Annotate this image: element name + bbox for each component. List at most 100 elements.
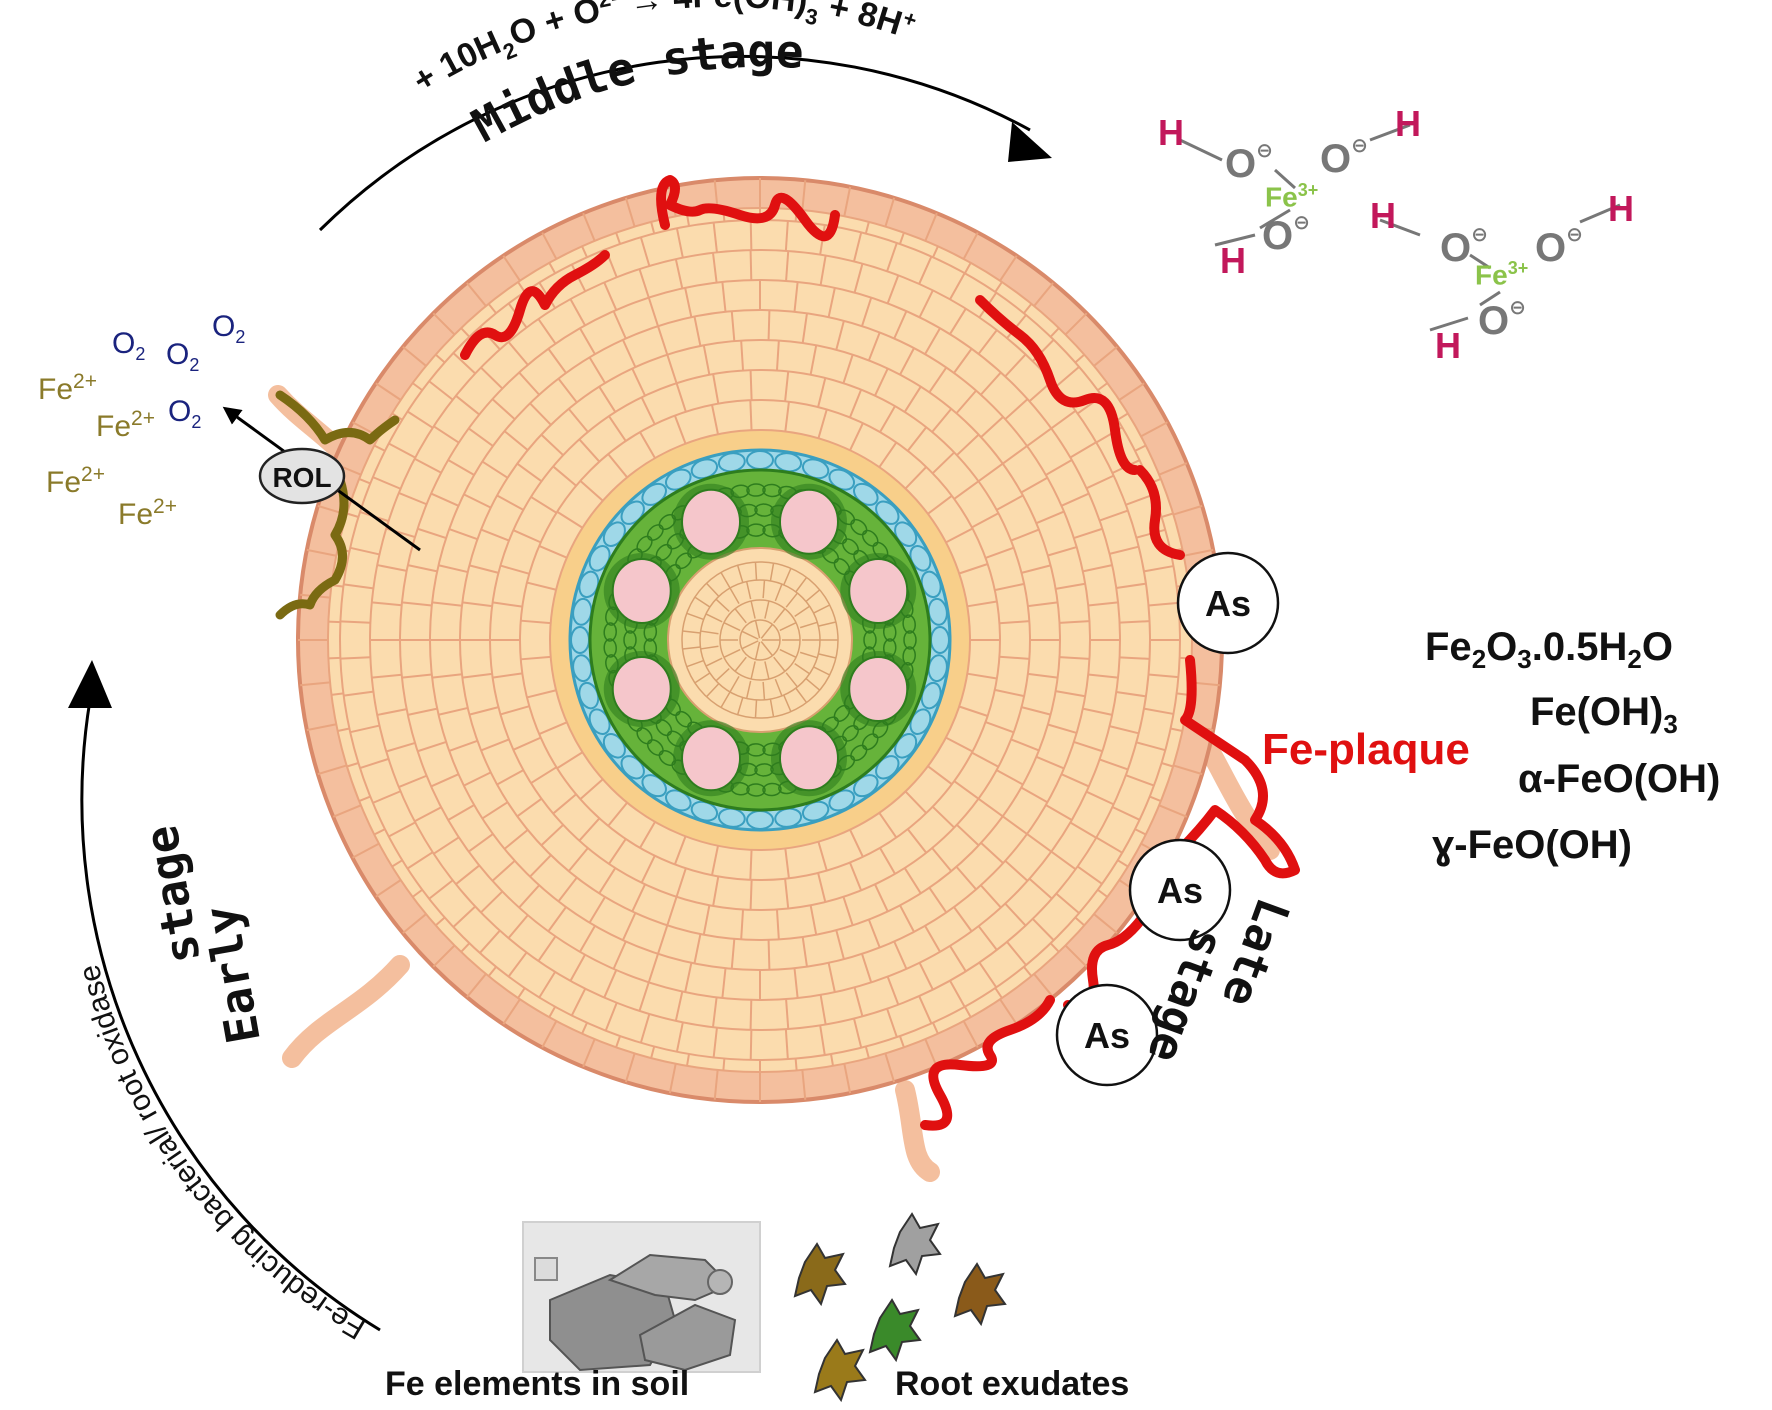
cortex-cell-wall xyxy=(407,410,434,429)
cortex-cell-wall xyxy=(817,409,828,439)
cortex-cell-wall xyxy=(842,896,854,926)
pith-cell-wall xyxy=(794,605,810,617)
cortex-cell-wall xyxy=(657,925,669,955)
cortex-cell-wall xyxy=(1125,774,1155,787)
cortex-cell-wall xyxy=(1069,821,1097,839)
cortex-cell-wall xyxy=(674,991,684,1022)
vascular-cell xyxy=(863,630,877,650)
cortex-cell-wall xyxy=(932,1022,939,1035)
cortex-cell-wall xyxy=(556,510,584,529)
cortex-cell-wall xyxy=(827,287,836,318)
cortex-cell-wall xyxy=(615,232,622,245)
vascular-cell xyxy=(646,739,664,756)
cortex-cell-wall xyxy=(540,433,564,456)
oxygen-atom: O⊖ xyxy=(1440,224,1488,270)
cortex-cell-wall xyxy=(507,951,528,978)
vascular-cell xyxy=(902,646,916,666)
reaction-part: O + O xyxy=(504,0,604,54)
pith-cell-wall xyxy=(754,699,758,718)
cortex-cell-wall xyxy=(538,545,568,559)
epidermis-cell-wall xyxy=(1158,804,1188,818)
cortex-cell-wall xyxy=(849,829,864,858)
vascular-cell xyxy=(675,710,693,728)
epidermis-cell-wall xyxy=(924,212,938,242)
cortex-cell-wall xyxy=(460,942,471,953)
fe3-ion: Fe3+ xyxy=(1265,180,1319,213)
cortex-cell-wall xyxy=(388,821,416,838)
cortex-cell-wall xyxy=(438,564,469,574)
cortex-cell-wall xyxy=(579,327,596,355)
cortex-cell-wall xyxy=(377,564,407,572)
cortex-cell-wall xyxy=(874,883,889,912)
pith-cell-wall xyxy=(769,563,775,582)
cortex-cell-wall xyxy=(955,389,977,414)
cortex-cell-wall xyxy=(1119,656,1150,660)
pith-cell-wall xyxy=(794,663,810,675)
fe2-ion-1: Fe2+ xyxy=(38,370,97,406)
cortex-cell-wall xyxy=(622,912,637,941)
cortex-cell-wall xyxy=(507,914,529,939)
cortex-cell-wall xyxy=(1117,859,1129,868)
pith-cell-wall xyxy=(813,604,831,614)
cortex-cell-wall xyxy=(1031,918,1055,941)
cortex-cell-wall xyxy=(819,1025,826,1056)
oxygen-atom: O⊖ xyxy=(1262,212,1310,258)
cortex-cell-wall xyxy=(608,415,627,442)
cortex-cell-wall xyxy=(874,368,889,397)
cortex-cell-wall xyxy=(1010,528,1040,542)
arsenic-markers xyxy=(1055,551,1280,1087)
cortex-cell-wall xyxy=(401,601,432,607)
cortex-cell-wall xyxy=(1076,865,1103,885)
cortex-cell-wall xyxy=(530,766,557,784)
cortex-cell-wall xyxy=(784,1029,789,1060)
cortex-cell-wall xyxy=(793,281,799,312)
hydrogen-atom: H xyxy=(1608,188,1634,229)
cortex-cell-wall xyxy=(817,872,827,903)
cortex-cell-wall xyxy=(809,905,818,935)
cortex-cell-wall xyxy=(430,773,459,788)
iron-pieces xyxy=(534,1253,737,1372)
cortex-cell-wall xyxy=(702,905,711,935)
pith-cell-wall xyxy=(805,589,821,603)
cortex-cell-wall xyxy=(904,466,927,490)
cortex-cell-wall xyxy=(1002,815,1028,835)
xylem-vessel xyxy=(611,655,672,722)
cortex-cell-wall xyxy=(579,480,604,502)
cortex-cell-wall xyxy=(430,492,459,507)
cortex-cell-wall xyxy=(607,802,628,827)
cortex-cell-wall xyxy=(529,854,552,878)
compound-goethite: α-FeO(OH) xyxy=(1518,757,1721,801)
cortex-cell-wall xyxy=(460,327,471,338)
epidermis-cell-wall xyxy=(801,180,807,211)
pith-cell-wall xyxy=(774,583,783,602)
rol-iron-plaque xyxy=(275,390,400,620)
cortex-cell-wall xyxy=(904,790,927,814)
pith-cell-wall xyxy=(715,668,730,682)
cortex-cell-wall xyxy=(385,741,416,753)
cortex-cell-wall xyxy=(945,527,973,544)
cortex-cell-wall xyxy=(971,751,999,768)
cortex-cell-wall xyxy=(1074,353,1085,364)
cortex-cell-wall xyxy=(1021,564,1051,574)
cortex-cell-wall xyxy=(827,962,836,993)
pith-cell-wall xyxy=(694,672,711,684)
cortex-cell-wall xyxy=(1004,860,1029,882)
cortex-cell-wall xyxy=(674,258,684,289)
cortex-cell-wall xyxy=(903,386,922,413)
cortex-cell-wall xyxy=(711,997,718,1028)
cortex-cell-wall xyxy=(407,564,438,573)
cortex-cell-wall xyxy=(435,916,446,927)
pith-cell-wall xyxy=(764,600,770,619)
cortex-cell-wall xyxy=(1073,741,1103,753)
cortex-cell-wall xyxy=(817,377,827,408)
cortex-cell-wall xyxy=(468,833,494,853)
vascular-cell xyxy=(623,630,637,650)
cortex-cell-wall xyxy=(407,851,434,870)
cortex-cell-wall xyxy=(371,601,402,607)
cortex-cell-wall xyxy=(487,966,497,977)
pith-cell-wall xyxy=(705,683,720,698)
o2-molecule-4: O2 xyxy=(168,395,202,432)
pith-cell-wall xyxy=(700,645,719,650)
cortex-cell-wall xyxy=(1020,786,1048,804)
cortex-cell-wall xyxy=(867,919,881,948)
